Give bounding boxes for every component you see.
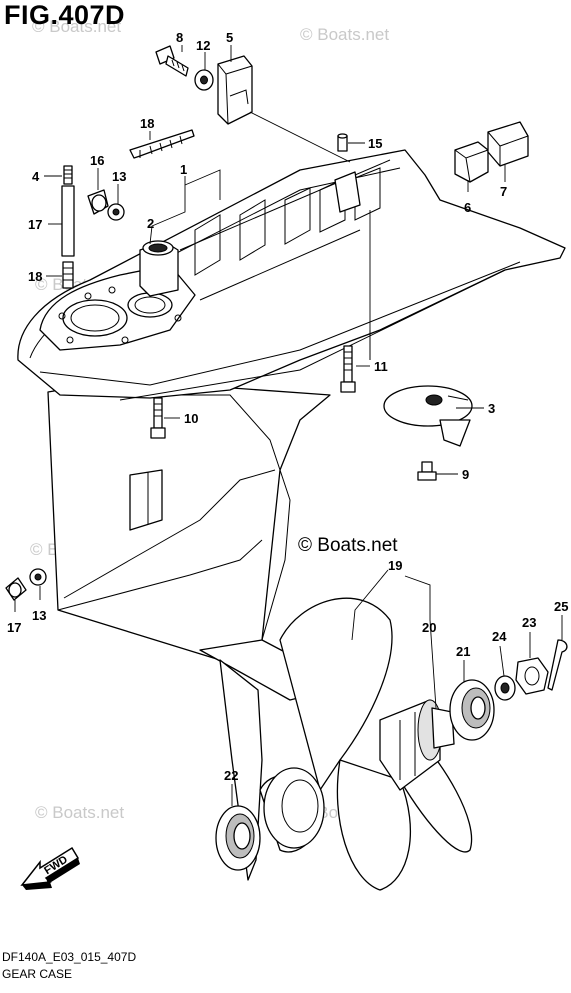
part-15-13-plug-upper [87,189,125,221]
callout-20: 20 [422,620,436,635]
part-18-clip [129,129,195,159]
part-23-nut [515,657,549,695]
gear-case-housing [17,149,566,881]
part-21-thrust-washer [449,679,495,741]
figure-code: DF140A_E03_015_407D [2,950,137,964]
part-3-trim-tab [383,385,473,447]
part-10-bolt [150,397,166,439]
callout-22: 22 [224,768,238,783]
part-4-16-17-stud [61,165,75,289]
part-15-13-plug-lower [5,568,47,601]
figure-name: GEAR CASE [2,967,73,981]
callout-3: 3 [488,401,495,416]
callout-24: 24 [492,629,507,644]
callout-5: 5 [226,30,233,45]
callout-21: 21 [456,644,470,659]
watermark: © Boats.net [300,25,389,44]
callout-25: 25 [554,599,568,614]
part-7-plate [487,121,529,167]
part-22-spacer [215,805,261,871]
callout-16: 17 [28,217,42,232]
part-5-plate [217,55,253,125]
part-9-bolt [417,461,437,481]
callout-15-lower: 17 [7,620,21,635]
callout-18: 18 [140,116,154,131]
callout-10: 10 [184,411,198,426]
part-19-propeller [259,597,473,891]
watermark: © Boats.net [32,17,121,36]
callout-7: 7 [500,184,507,199]
part-14-pin [337,133,348,152]
callout-14: 15 [368,136,382,151]
callout-1: 1 [180,162,187,177]
figure-title: FIG.407D [4,0,126,30]
part-24-washer [494,675,516,701]
callout-13-upper: 13 [112,169,126,184]
callout-11: 11 [374,359,388,374]
callout-2: 2 [147,216,154,231]
watermark: © Boats.net [35,803,124,822]
callout-4: 4 [32,169,40,184]
callout-12: 12 [196,38,210,53]
callout-8: 8 [176,30,183,45]
callout-15-upper: 16 [90,153,104,168]
callout-9: 9 [462,467,469,482]
part-6-cap [454,141,489,183]
part-11-bolt [340,345,356,393]
callout-23: 23 [522,615,536,630]
callout-13-lower: 13 [32,608,46,623]
main-watermark: © Boats.net [298,535,398,556]
fwd-arrow: FWD [20,846,80,890]
callout-6: 6 [464,200,471,215]
callout-labels: 8 12 5 18 15 1 2 4 16 13 17 18 6 7 11 10… [7,30,568,783]
part-12-washer [194,69,214,91]
part-25-cotter-pin [547,639,568,691]
leader-lines [14,45,563,806]
part-8-bolt [155,45,189,77]
callout-17: 18 [28,269,42,284]
callout-19: 19 [388,558,402,573]
